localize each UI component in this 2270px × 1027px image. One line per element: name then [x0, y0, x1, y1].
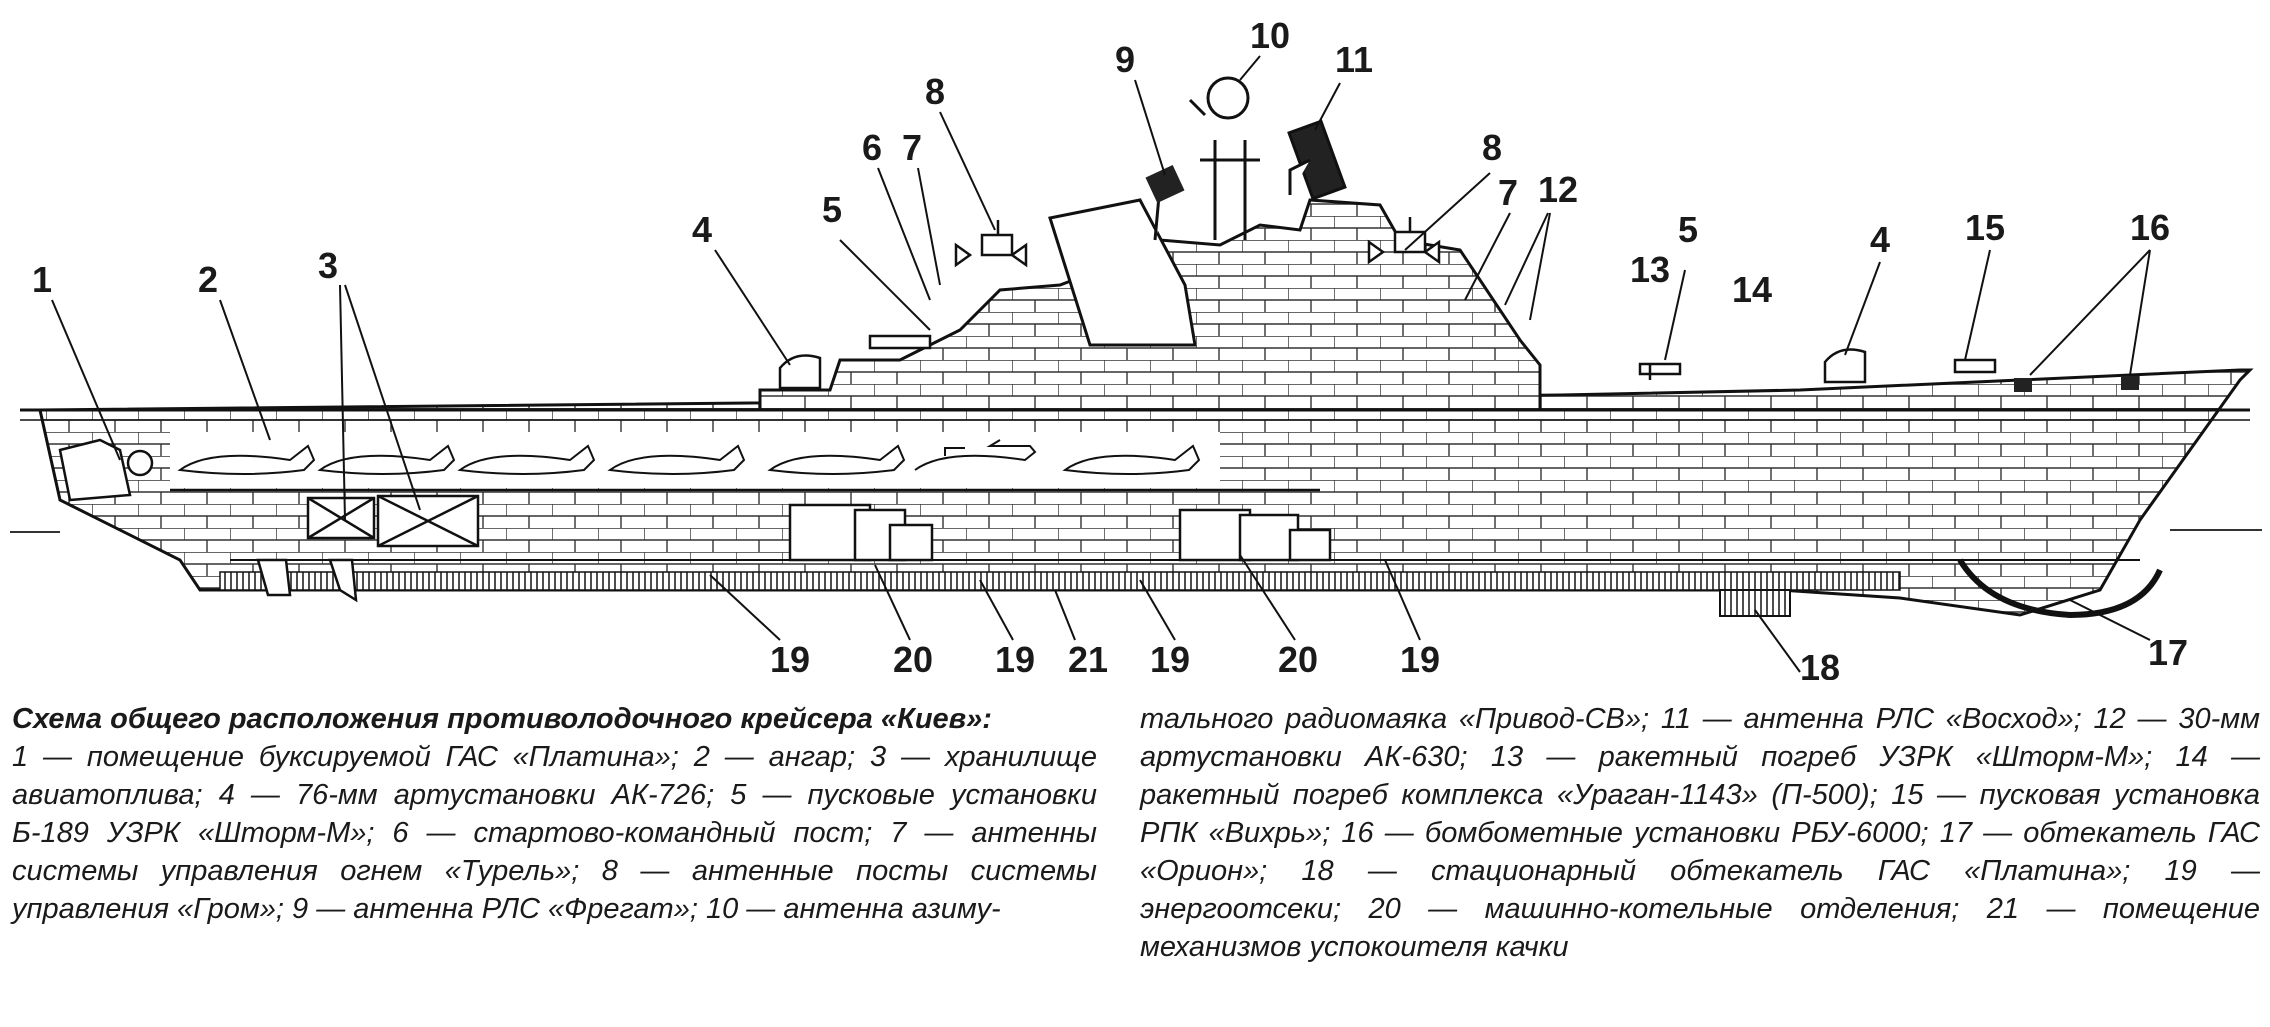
callout-21: 21: [1068, 639, 1108, 680]
callout-20b: 20: [1278, 639, 1318, 680]
callout-17: 17: [2148, 632, 2188, 673]
callout-5: 5: [822, 189, 842, 230]
callout-18: 18: [1800, 647, 1840, 680]
callout-7b: 7: [1498, 172, 1518, 213]
callout-3: 3: [318, 245, 338, 286]
callout-19b: 19: [995, 639, 1035, 680]
callout-11: 11: [1335, 39, 1373, 80]
callout-9: 9: [1115, 39, 1135, 80]
callout-19d: 19: [1400, 639, 1440, 680]
orion-sonar-dome: [1957, 558, 2163, 619]
rbu-6000: [2014, 376, 2139, 392]
machinery-rooms: [788, 503, 1332, 562]
fregat-antenna: [1145, 164, 1185, 204]
callout-2: 2: [198, 259, 218, 300]
radiobeacon-dome: [1206, 76, 1250, 120]
callout-19a: 19: [770, 639, 810, 680]
callout-15: 15: [1965, 207, 2005, 248]
towed-sonar-room: [58, 438, 154, 502]
caption-title: Схема общего расположения противолодочно…: [12, 703, 992, 735]
platina-sonar-fairing: [1719, 589, 1791, 617]
callout-16: 16: [2130, 207, 2170, 248]
fuel-storage: [306, 494, 480, 548]
caption-left-column: Схема общего расположения противолодочно…: [12, 700, 1097, 928]
callout-1: 1: [32, 259, 52, 300]
leader-lines: [51, 55, 2151, 673]
callout-8b: 8: [1482, 127, 1502, 168]
callout-4: 4: [692, 209, 712, 250]
island-superstructure: [758, 198, 1542, 412]
callout-6: 6: [862, 127, 882, 168]
aircraft-group: [177, 439, 1201, 475]
deck-launchers: [868, 334, 1997, 380]
callout-12: 12: [1538, 169, 1578, 210]
callout-14: 14: [1732, 269, 1772, 310]
waterline: [10, 529, 2262, 533]
callout-13: 13: [1630, 249, 1670, 290]
callout-numbers: 1 2 3 4 5 6 7 8 9 10 11 8 7 12 13 5 14 4…: [32, 15, 2188, 680]
callout-4b: 4: [1870, 219, 1890, 260]
callout-10: 10: [1250, 15, 1290, 56]
callout-19c: 19: [1150, 639, 1190, 680]
stern-rudders: [256, 558, 358, 603]
callout-7: 7: [902, 127, 922, 168]
caption-right-column: тального радиомаяка «Привод-СВ»; 11 — ан…: [1140, 703, 2260, 963]
ship-layout-diagram: 1 2 3 4 5 6 7 8 9 10 11 8 7 12 13 5 14 4…: [10, 15, 2262, 680]
caption-legend-part1: 1 — помещение буксируемой ГАС «Платина»;…: [12, 741, 1097, 925]
callout-8: 8: [925, 71, 945, 112]
callout-5b: 5: [1678, 209, 1698, 250]
figure-caption: Схема общего расположения противолодочно…: [12, 700, 2262, 1020]
voskhod-radar: [1287, 119, 1347, 201]
fire-control-posts: [954, 217, 1441, 268]
callout-20a: 20: [893, 639, 933, 680]
